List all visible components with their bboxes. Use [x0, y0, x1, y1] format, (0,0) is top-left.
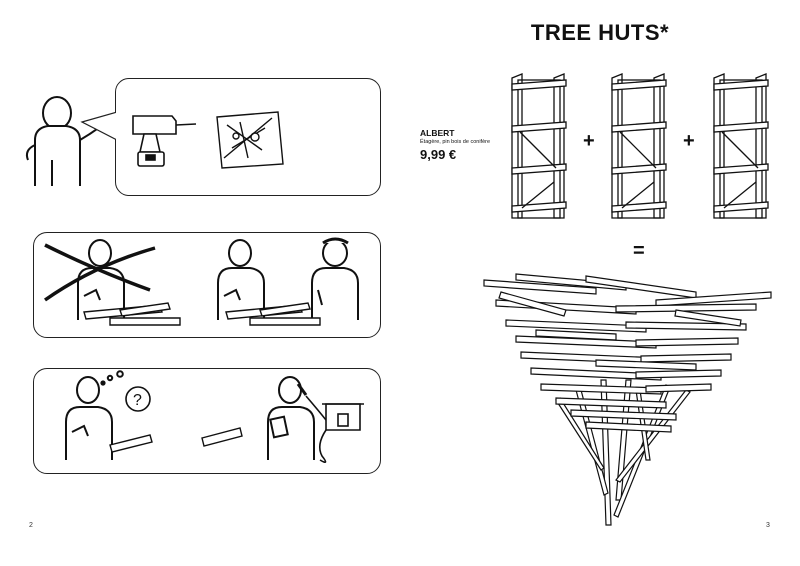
product-price: 9,99 € [420, 147, 457, 163]
hardware-bag-icon [216, 111, 284, 169]
pointing-figure-icon [25, 96, 105, 186]
plus-sign-1: + [583, 130, 595, 152]
page-number-right: 3 [766, 522, 770, 529]
planks-right-icon [225, 302, 321, 326]
shelf-unit-icon-2 [611, 73, 667, 219]
cross-out-icon [43, 243, 156, 302]
telephone-icon [305, 395, 364, 464]
page-title: TREE HUTS* [530, 20, 670, 45]
right-page: TREE HUTS* ALBERT Étagère, pin bois de c… [400, 0, 800, 566]
question-bubble-icon [125, 386, 151, 412]
equals-sign: = [633, 240, 645, 262]
tree-hut-icon [483, 273, 772, 526]
product-name: ALBERT [420, 128, 455, 138]
product-description: Étagère, pin bois de conifère [420, 139, 491, 145]
figure-with-cap-icon [311, 237, 359, 320]
shelf-unit-icon [511, 73, 567, 219]
shelf-unit-icon-3 [713, 73, 769, 219]
call-support-illustration: ? [65, 370, 364, 464]
question-mark: ? [133, 392, 142, 409]
drill-icon [132, 115, 197, 167]
two-people-illustration [43, 237, 359, 326]
plus-sign-2: + [683, 130, 695, 152]
figure-with-hammer-icon [217, 239, 265, 320]
page-number-left: 2 [29, 522, 33, 529]
confused-figure-icon [65, 370, 124, 460]
phoning-figure-icon [267, 376, 315, 460]
planks-left-icon [83, 302, 181, 326]
single-figure-icon [77, 239, 125, 320]
tools-illustration [25, 96, 284, 186]
plank-icon [109, 427, 243, 453]
left-page: ? 2 [25, 78, 381, 529]
product-info: ALBERT Étagère, pin bois de conifère 9,9… [420, 128, 515, 162]
